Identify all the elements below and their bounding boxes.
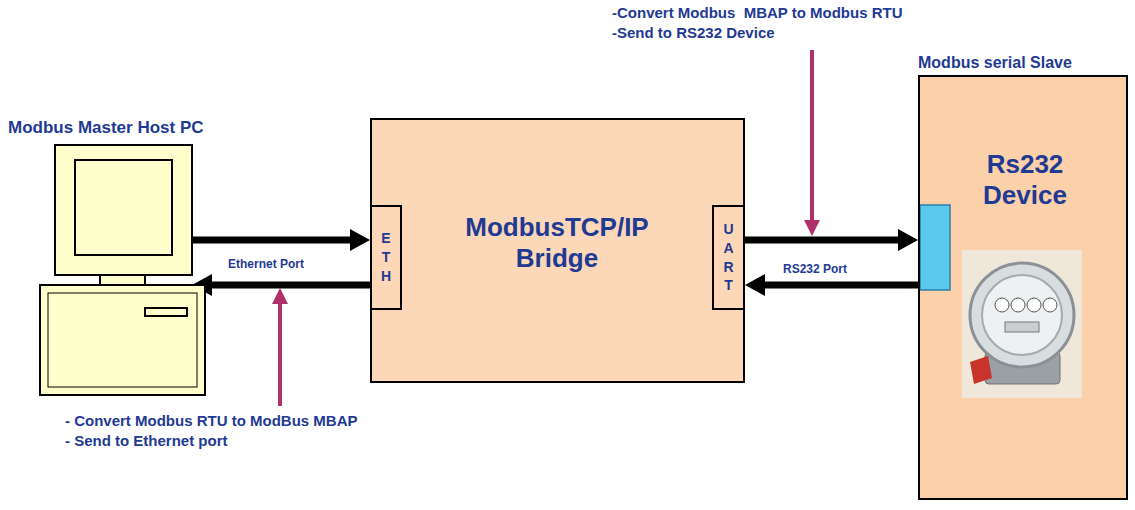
port-label: Ethernet Port <box>228 257 304 271</box>
meter-illustration <box>920 77 1126 498</box>
callout-note: - Convert Modbus RTU to ModBus MBAP <box>65 412 357 430</box>
port-name: ETH <box>379 229 393 286</box>
pc-monitor <box>55 145 192 275</box>
slave-title: Modbus serial Slave <box>918 53 1072 72</box>
data-arrow <box>745 274 918 296</box>
serial-connector <box>920 205 950 290</box>
pc-illustration <box>0 142 270 408</box>
pc-title: Modbus Master Host PC <box>8 118 204 138</box>
slave-box: Modbus serial SlaveRs232 Device <box>918 75 1128 500</box>
callout-note: -Send to RS232 Device <box>612 24 775 42</box>
port-name: UART <box>722 220 736 296</box>
device-name: Rs232 Device <box>960 149 1090 211</box>
callout-note: -Convert Modbus MBAP to Modbus RTU <box>612 4 903 22</box>
port-box: ETH <box>370 205 402 310</box>
bridge-title: ModbusTCP/IP Bridge <box>447 212 667 274</box>
data-arrow <box>745 229 918 251</box>
bridge-box: ETH UART ModbusTCP/IP Bridge <box>370 118 745 383</box>
callout-note: - Send to Ethernet port <box>65 432 228 450</box>
port-label: RS232 Port <box>783 262 847 276</box>
leader-arrow <box>272 50 820 406</box>
data-arrow <box>192 274 370 296</box>
port-box: UART <box>712 205 745 310</box>
data-arrow <box>192 229 370 251</box>
